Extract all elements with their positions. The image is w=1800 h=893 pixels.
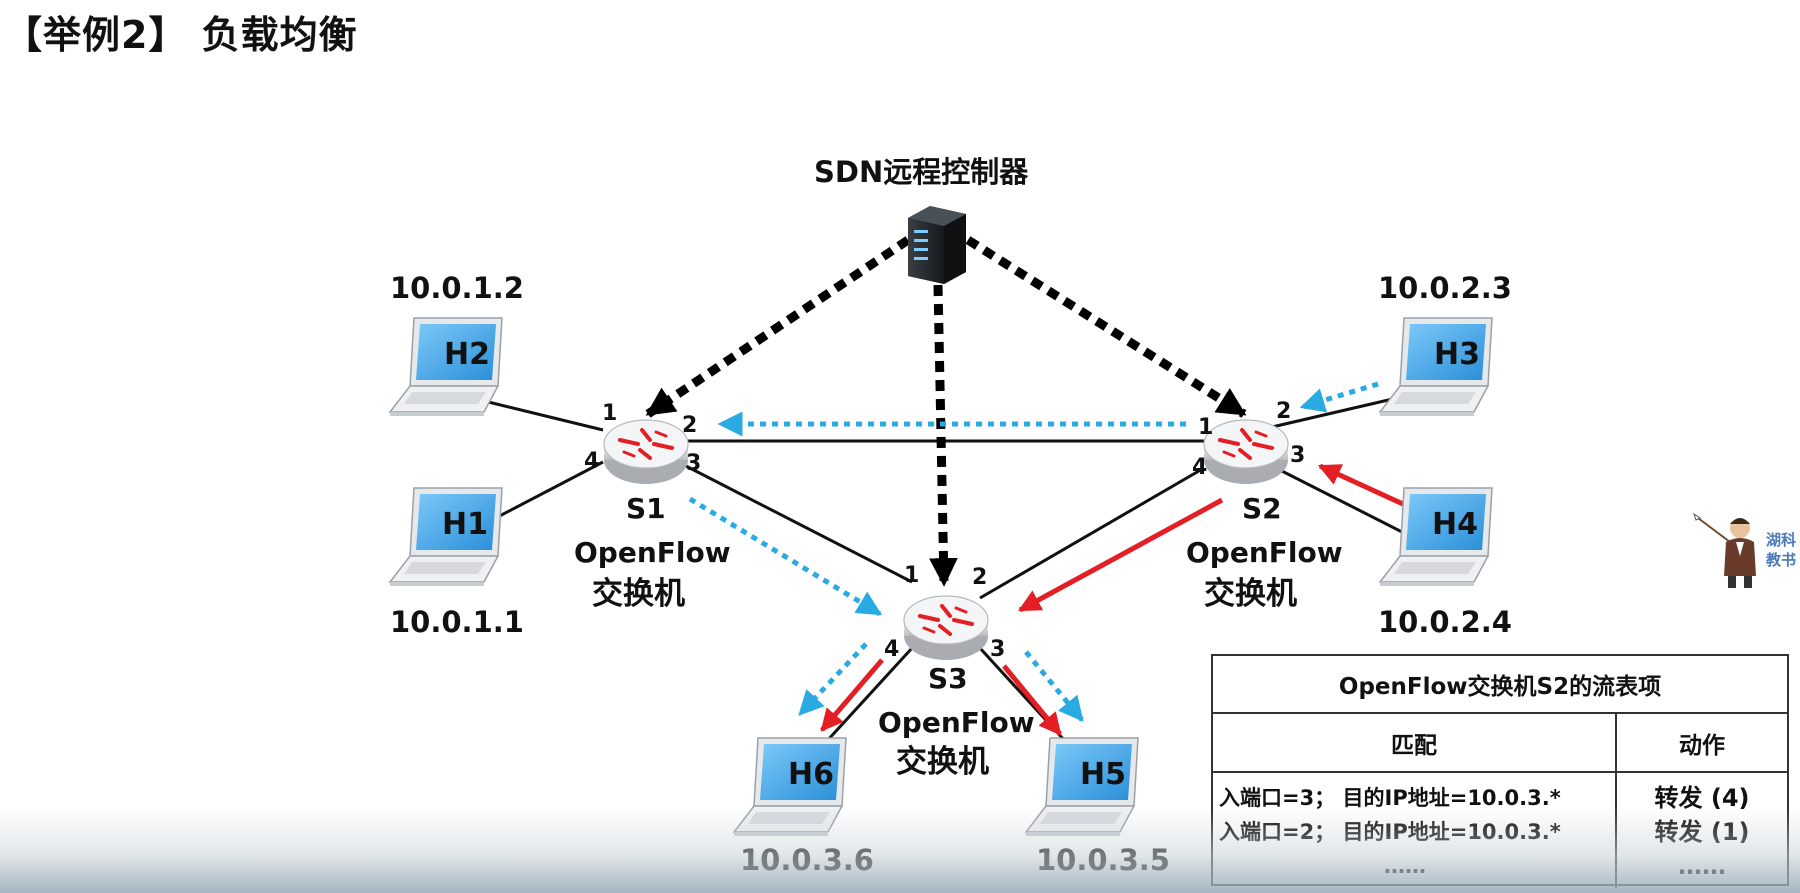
- controller-label: SDN远程控制器: [814, 155, 1029, 189]
- s3-port-1: 1: [904, 563, 919, 588]
- s2-port-1: 1: [1198, 415, 1213, 440]
- slide-title: 【举例2】 负载均衡: [4, 13, 358, 57]
- red-arrow-s3-h5: [1002, 664, 1062, 736]
- s1-port-3: 3: [686, 451, 701, 476]
- control-arrow-s2: [965, 236, 1247, 418]
- flow-table-match-header: 匹配: [1213, 714, 1617, 771]
- red-flow: [820, 463, 1418, 736]
- router-icon: [1202, 418, 1290, 486]
- s3-port-3: 3: [990, 637, 1005, 662]
- link-s2-s3: [979, 466, 1205, 600]
- flow-table-body: 入端口=3； 目的IP地址=10.0.3.* 入端口=2； 目的IP地址=10.…: [1213, 773, 1787, 888]
- router-icon: [602, 418, 690, 486]
- s1-line1: OpenFlow: [574, 536, 731, 569]
- switch-s1: 1 2 3 4 S1 OpenFlow 交换机: [574, 401, 731, 612]
- blue-arrow-s1-s3: [688, 496, 883, 617]
- link-h1-s1: [489, 460, 604, 523]
- presenter-avatar: [1693, 512, 1756, 588]
- s2-line1: OpenFlow: [1186, 536, 1343, 569]
- flow-row-1-action: 转发 (4): [1654, 784, 1750, 812]
- red-arrow-s2-s3: [1018, 497, 1224, 613]
- s1-port-1: 1: [602, 401, 617, 426]
- flow-table-header: 匹配 动作: [1213, 714, 1787, 773]
- host-h5-ip: 10.0.3.5: [1036, 843, 1170, 877]
- link-h2-s1: [475, 397, 604, 432]
- s2-name: S2: [1242, 492, 1282, 525]
- flow-table: OpenFlow交换机S2的流表项 匹配 动作 入端口=3； 目的IP地址=10…: [1211, 654, 1789, 888]
- flow-table-action-header: 动作: [1679, 732, 1725, 759]
- host-h1: H1 10.0.1.1: [389, 487, 524, 639]
- host-h5: H5 10.0.3.5: [1025, 737, 1170, 877]
- host-h1-ip: 10.0.1.1: [390, 605, 524, 639]
- red-arrow-h4-s2: [1317, 463, 1418, 513]
- s2-line2: 交换机: [1204, 576, 1297, 612]
- s2-port-2: 2: [1276, 399, 1291, 424]
- host-h6-label: H6: [788, 757, 834, 792]
- presenter-text: 湖科 教书: [1766, 530, 1796, 570]
- flow-row-2-action: 转发 (1): [1654, 818, 1750, 846]
- host-h6: H6 10.0.3.6: [733, 737, 874, 877]
- control-channels: [645, 236, 1247, 587]
- flow-row-2-match: 入端口=2； 目的IP地址=10.0.3.*: [1219, 820, 1561, 844]
- s1-port-4: 4: [584, 449, 599, 474]
- switch-s3: 1 2 3 4 S3 OpenFlow 交换机: [878, 563, 1035, 780]
- host-h1-label: H1: [442, 507, 488, 542]
- blue-arrow-h3-s2: [1299, 381, 1379, 413]
- s2-port-4: 4: [1192, 455, 1207, 480]
- server-icon: [908, 206, 966, 284]
- s1-port-2: 2: [682, 413, 697, 438]
- s3-name: S3: [928, 662, 968, 695]
- host-h4: H4 10.0.2.4: [1378, 487, 1512, 639]
- presenter-line-1: 湖科: [1766, 531, 1797, 549]
- flow-table-action-column: 转发 (4) 转发 (1) ……: [1617, 773, 1787, 888]
- host-h3-label: H3: [1434, 337, 1480, 372]
- router-icon: [902, 594, 990, 662]
- control-arrow-s1: [645, 236, 911, 418]
- s1-line2: 交换机: [592, 576, 685, 612]
- host-h2: H2 10.0.1.2: [389, 271, 524, 417]
- host-h3-ip: 10.0.2.3: [1378, 271, 1512, 305]
- presenter-line-2: 教书: [1766, 551, 1797, 569]
- switch-s2: 1 2 3 4 S2 OpenFlow 交换机: [1186, 399, 1343, 612]
- host-h6-ip: 10.0.3.6: [740, 843, 874, 877]
- host-h2-ip: 10.0.1.2: [390, 271, 524, 305]
- control-arrow-s3: [929, 284, 958, 587]
- link-h3-s2: [1271, 396, 1398, 429]
- host-h4-label: H4: [1432, 507, 1478, 542]
- host-h2-label: H2: [444, 337, 490, 372]
- flow-table-match-column: 入端口=3； 目的IP地址=10.0.3.* 入端口=2； 目的IP地址=10.…: [1213, 773, 1617, 888]
- flow-row-3-action: ……: [1678, 852, 1726, 880]
- flow-table-title: OpenFlow交换机S2的流表项: [1213, 656, 1787, 714]
- s1-name: S1: [626, 492, 666, 525]
- blue-arrow-s3-h6: [798, 642, 868, 716]
- s3-port-2: 2: [972, 565, 987, 590]
- link-h4-s2: [1271, 464, 1413, 539]
- host-h3: H3 10.0.2.3: [1378, 271, 1512, 417]
- host-h5-label: H5: [1080, 757, 1126, 792]
- s3-line2: 交换机: [896, 744, 989, 780]
- flow-row-1-match: 入端口=3； 目的IP地址=10.0.3.*: [1219, 786, 1561, 810]
- s3-port-4: 4: [884, 637, 899, 662]
- links: [475, 396, 1413, 744]
- s3-line1: OpenFlow: [878, 706, 1035, 739]
- red-arrow-s3-h6: [820, 658, 884, 732]
- blue-arrow-s3-h5: [1024, 650, 1084, 722]
- host-h4-ip: 10.0.2.4: [1378, 605, 1512, 639]
- flow-row-3-match: ……: [1384, 854, 1426, 878]
- s2-port-3: 3: [1290, 443, 1305, 468]
- link-s1-s3: [683, 463, 913, 584]
- blue-flow: [688, 381, 1379, 722]
